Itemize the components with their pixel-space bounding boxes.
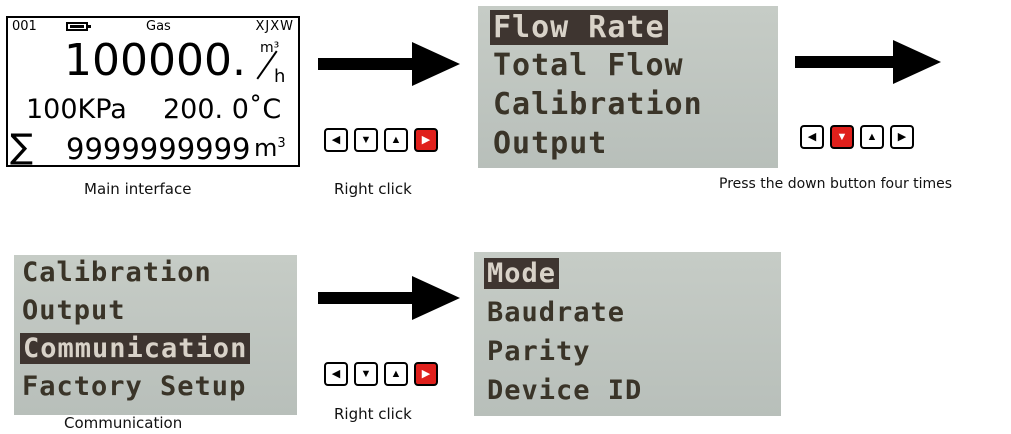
main-interface-screen: 001 Gas XJXW 100000. m³ h 100KPa 200. 0˚… <box>6 16 300 167</box>
down-button[interactable]: ▼ <box>354 128 378 152</box>
right-button[interactable]: ▶ <box>414 362 438 386</box>
flow-unit-numerator: m³ <box>260 40 280 56</box>
left-button[interactable]: ◀ <box>324 362 348 386</box>
menu-item-output[interactable]: Output <box>22 295 126 326</box>
left-button[interactable]: ◀ <box>324 128 348 152</box>
flow-unit-denominator: h <box>274 66 286 87</box>
down-button[interactable]: ▼ <box>830 125 854 149</box>
step-2-caption: Press the down button four times <box>719 176 953 192</box>
temperature-value: 200. 0˚C <box>163 94 282 125</box>
pressure-value: 100KPa <box>26 94 127 125</box>
flow-rate-value: 100000. <box>64 35 246 86</box>
battery-icon <box>66 22 91 31</box>
device-tag: XJXW <box>255 19 294 34</box>
flow-rate-unit: m³ h <box>254 40 290 87</box>
keypad-step-2: ◀ ▼ ▲ ▶ <box>800 125 914 149</box>
total-flow-value: 9999999999 <box>66 132 251 166</box>
total-flow-unit: m3 <box>254 134 286 162</box>
menu-item-baudrate[interactable]: Baudrate <box>487 297 626 328</box>
menu-item-calibration[interactable]: Calibration <box>493 87 703 122</box>
menu-item-flow-rate[interactable]: Flow Rate <box>490 10 668 45</box>
up-button[interactable]: ▲ <box>384 362 408 386</box>
arrow-right-icon <box>318 276 460 320</box>
right-button[interactable]: ▶ <box>890 125 914 149</box>
menu-item-parity[interactable]: Parity <box>487 336 591 367</box>
menu-item-total-flow[interactable]: Total Flow <box>493 48 684 83</box>
step-1-caption: Right click <box>334 180 412 198</box>
communication-caption: Communication <box>64 414 183 432</box>
up-button[interactable]: ▲ <box>384 128 408 152</box>
sigma-icon: ∑ <box>10 127 33 167</box>
menu-item-device-id[interactable]: Device ID <box>487 375 643 406</box>
step-3-caption: Right click <box>334 405 412 423</box>
menu-item-mode[interactable]: Mode <box>484 258 560 289</box>
menu-item-calibration[interactable]: Calibration <box>22 257 212 288</box>
main-interface-caption: Main interface <box>84 180 192 198</box>
menu-item-output[interactable]: Output <box>493 126 608 161</box>
menu-item-communication[interactable]: Communication <box>20 333 251 364</box>
up-button[interactable]: ▲ <box>860 125 884 149</box>
keypad-step-3: ◀ ▼ ▲ ▶ <box>324 362 438 386</box>
main-menu-screen: Flow Rate Total Flow Calibration Output <box>478 6 778 168</box>
total-unit-sup: 3 <box>277 136 286 151</box>
communication-menu-screen: Mode Baudrate Parity Device ID <box>474 252 781 416</box>
down-button[interactable]: ▼ <box>354 362 378 386</box>
keypad-step-1: ◀ ▼ ▲ ▶ <box>324 128 438 152</box>
device-id: 001 <box>12 19 37 34</box>
medium-label: Gas <box>146 19 171 34</box>
arrow-right-icon <box>318 42 460 86</box>
right-button[interactable]: ▶ <box>414 128 438 152</box>
total-unit-base: m <box>254 134 278 162</box>
menu-item-factory-setup[interactable]: Factory Setup <box>22 371 247 402</box>
left-button[interactable]: ◀ <box>800 125 824 149</box>
arrow-right-icon <box>795 40 941 84</box>
scrolled-menu-screen: Calibration Output Communication Factory… <box>14 255 297 415</box>
